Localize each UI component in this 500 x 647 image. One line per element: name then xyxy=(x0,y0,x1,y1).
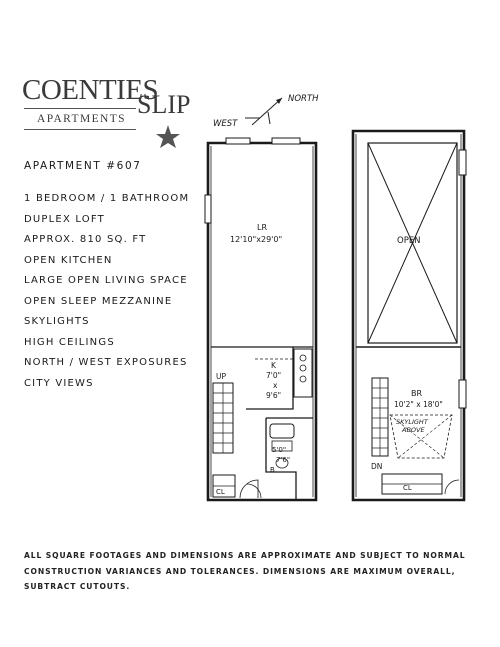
living-room-size: 12'10"x29'0" xyxy=(230,235,282,244)
open-to-below-label: OPEN xyxy=(397,236,421,246)
kitchen-x: x xyxy=(273,381,278,390)
kitchen-length: 9'6" xyxy=(266,391,281,400)
bedroom-closet-label: CL xyxy=(403,484,412,492)
bath-width: 5'0" xyxy=(272,446,286,454)
kitchen-label: K xyxy=(271,361,277,370)
feature-item: APPROX. 810 SQ. FT xyxy=(24,234,147,245)
logo-rule-top xyxy=(24,108,136,109)
feature-item: DUPLEX LOFT xyxy=(24,213,105,225)
bedroom-size: 10'2" x 18'0" xyxy=(394,400,443,409)
feature-list: 1 BEDROOM / 1 BATHROOM DUPLEX LOFT APPRO… xyxy=(24,189,189,394)
logo-tagline: APARTMENTS xyxy=(37,113,126,125)
bath-length: 7'6" xyxy=(276,456,290,464)
logo-name-2: SLIP xyxy=(137,90,191,119)
feature-item: NORTH / WEST EXPOSURES xyxy=(24,357,188,368)
compass: NORTH WEST xyxy=(213,94,319,129)
feature-item: OPEN SLEEP MEZZANINE xyxy=(24,295,173,307)
feature-item: CITY VIEWS xyxy=(24,377,94,389)
kitchen-width: 7'0" xyxy=(266,371,281,380)
feature-item: 1 BEDROOM / 1 BATHROOM xyxy=(24,193,190,204)
feature-item: OPEN KITCHEN xyxy=(24,254,113,266)
compass-west: WEST xyxy=(213,119,238,129)
logo-name: COENTIES xyxy=(22,74,159,106)
living-room-label: LR xyxy=(257,223,267,232)
feature-item: SKYLIGHTS xyxy=(24,316,90,327)
logo-rule-bottom xyxy=(24,129,136,130)
bath-label: B xyxy=(270,466,275,474)
closet-label: CL xyxy=(216,488,225,496)
skylight-above-label: ABOVE xyxy=(401,426,425,434)
compass-north: NORTH xyxy=(288,94,319,104)
upper-level-plan xyxy=(351,129,467,502)
stair-up-label: UP xyxy=(216,372,226,381)
feature-item: HIGH CEILINGS xyxy=(24,336,115,348)
apartment-title: APARTMENT #607 xyxy=(24,160,142,172)
stair-down-label: DN xyxy=(371,462,382,471)
lower-level-plan xyxy=(204,137,318,502)
disclaimer: ALL SQUARE FOOTAGES AND DIMENSIONS ARE A… xyxy=(24,551,466,591)
bedroom-label: BR xyxy=(411,389,422,398)
star-icon xyxy=(156,125,180,148)
skylight-label: SKYLIGHT xyxy=(396,418,429,426)
feature-item: LARGE OPEN LIVING SPACE xyxy=(24,275,188,286)
